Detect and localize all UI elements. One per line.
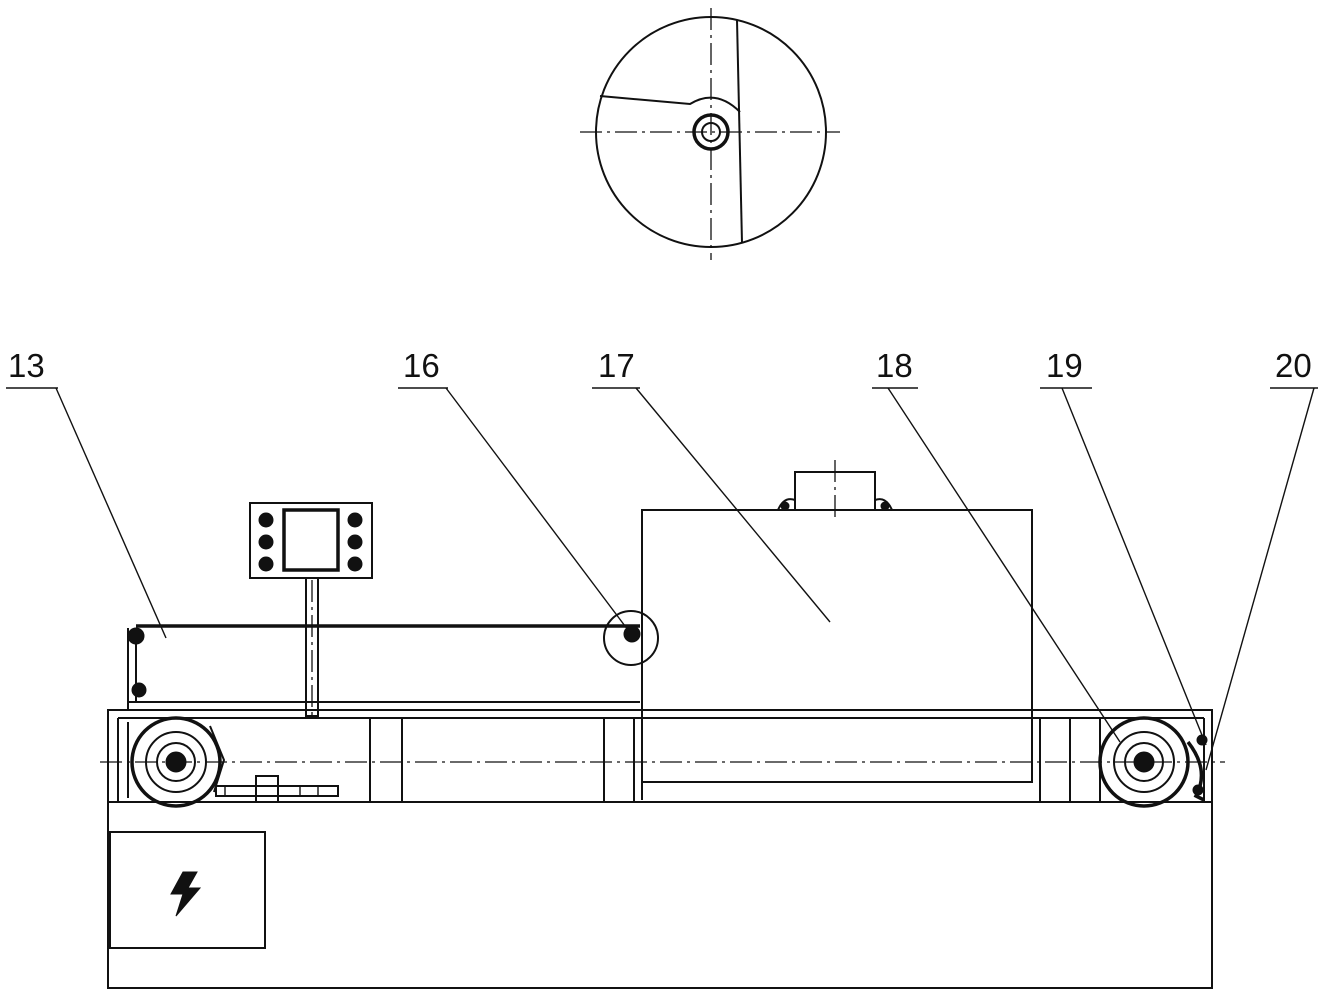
- callout-label-20: 20: [1275, 347, 1312, 384]
- left-drive-wheel: [127, 716, 226, 808]
- callout-17: 17: [592, 347, 831, 623]
- connecting-rod: [215, 775, 339, 803]
- support-pillar-left: [369, 717, 403, 803]
- base-frame: [107, 709, 1213, 989]
- conveyor-belt: [127, 624, 640, 710]
- callout-13: 13: [6, 347, 167, 639]
- callout-20: 20: [1205, 347, 1318, 771]
- electrical-box: [109, 831, 266, 949]
- electrical-box-frame: [109, 831, 266, 949]
- callout-label-13: 13: [8, 347, 45, 384]
- main-housing: [641, 460, 1033, 800]
- detail-arm: [599, 95, 741, 113]
- support-pillar-middle: [603, 717, 635, 803]
- machine-base: [100, 709, 1225, 989]
- callout-19: 19: [1040, 347, 1207, 746]
- detail-view: [580, 8, 840, 260]
- right-drive-wheel: [1098, 716, 1208, 808]
- support-pillar-right: [1039, 717, 1071, 803]
- detail-vertical-edge: [736, 19, 743, 244]
- pivot-joint: [603, 610, 659, 666]
- lightning-bolt-icon: [170, 871, 202, 917]
- callout-label-19: 19: [1046, 347, 1083, 384]
- control-panel: [249, 502, 373, 720]
- callout-18: 18: [872, 347, 1121, 743]
- callout-16: 16: [398, 347, 629, 631]
- callout-label-17: 17: [598, 347, 635, 384]
- detail-pin-outer: [692, 113, 730, 151]
- callout-label-16: 16: [403, 347, 440, 384]
- detail-pin-inner: [701, 122, 721, 142]
- callout-label-18: 18: [876, 347, 913, 384]
